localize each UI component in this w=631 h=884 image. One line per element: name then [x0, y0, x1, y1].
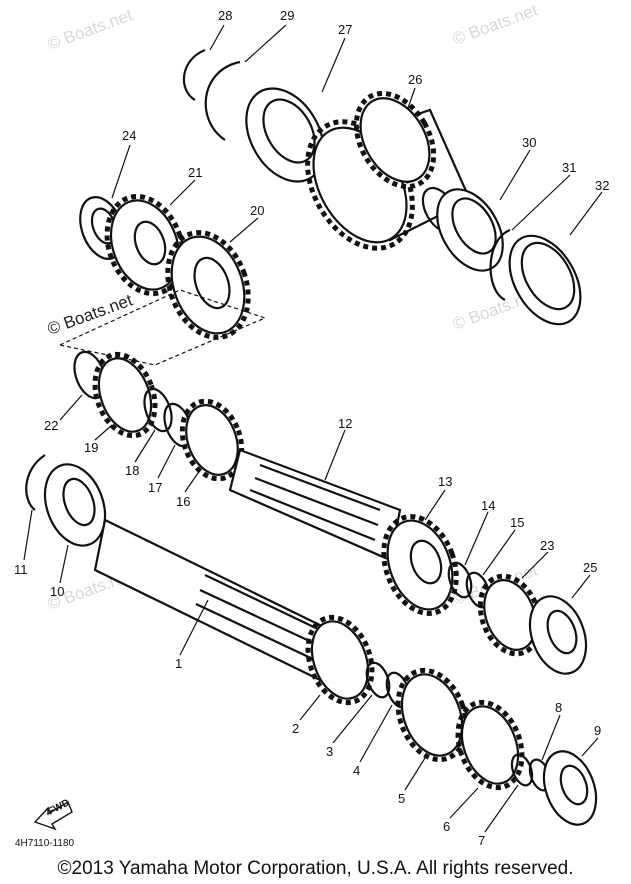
callout-15: 15	[510, 515, 524, 530]
callout-9: 9	[594, 723, 601, 738]
callout-12: 12	[338, 416, 352, 431]
bearing-27	[245, 87, 325, 183]
callout-23: 23	[540, 538, 554, 553]
callout-24: 24	[122, 128, 136, 143]
callout-14: 14	[481, 498, 495, 513]
circlip-11	[25, 454, 46, 511]
callout-30: 30	[522, 135, 536, 150]
callout-28: 28	[218, 8, 232, 23]
callout-22: 22	[44, 418, 58, 433]
callout-29: 29	[280, 8, 294, 23]
forward-arrow-icon: FWD	[33, 797, 73, 831]
callout-6: 6	[443, 819, 450, 834]
callout-31: 31	[562, 160, 576, 175]
callout-21: 21	[188, 165, 202, 180]
callout-2: 2	[292, 721, 299, 736]
callout-13: 13	[438, 474, 452, 489]
watermark-top-left: © Boats.net	[45, 5, 135, 53]
callout-26: 26	[408, 72, 422, 87]
callout-18: 18	[125, 463, 139, 478]
circlip-31	[489, 228, 511, 301]
watermark-top-right: © Boats.net	[450, 0, 540, 48]
callout-11: 11	[14, 562, 28, 577]
gear-19	[92, 351, 158, 439]
callout-5: 5	[398, 791, 405, 806]
watermark-mid-left: © Boats.net	[45, 290, 135, 338]
callout-7: 7	[478, 833, 485, 848]
bearing-10	[43, 463, 107, 547]
bearing-9	[542, 750, 598, 826]
callout-19: 19	[84, 440, 98, 455]
bearing-25	[528, 595, 588, 675]
callout-labels: 28 29 27 26 30 31 32 24 21 20 22 19 18 1…	[14, 8, 609, 848]
callout-4: 4	[353, 763, 360, 778]
leader-lines	[23, 24, 603, 833]
callout-20: 20	[250, 203, 264, 218]
callout-25: 25	[583, 560, 597, 575]
callout-1: 1	[175, 656, 182, 671]
callout-17: 17	[148, 480, 162, 495]
circlip-29	[204, 60, 241, 141]
callout-3: 3	[326, 744, 333, 759]
gear-5	[395, 667, 469, 763]
copyright-notice: ©2013 Yamaha Motor Corporation, U.S.A. A…	[57, 858, 574, 879]
callout-8: 8	[555, 700, 562, 715]
gear-20	[165, 230, 251, 340]
callout-27: 27	[338, 22, 352, 37]
gear-21	[104, 193, 186, 297]
main-shaft-12	[228, 448, 402, 562]
drive-axle-1	[93, 518, 332, 682]
gear-2	[305, 614, 375, 706]
callout-10: 10	[50, 584, 64, 599]
gear-16	[179, 398, 245, 482]
collar-30	[436, 188, 504, 272]
gear-13	[381, 514, 459, 616]
callout-32: 32	[595, 178, 609, 193]
callout-16: 16	[176, 494, 190, 509]
circlip-28	[182, 48, 206, 101]
drawing-code: 4H7110-1180	[15, 838, 75, 849]
gear-6	[455, 699, 525, 791]
seal-32	[508, 234, 582, 326]
